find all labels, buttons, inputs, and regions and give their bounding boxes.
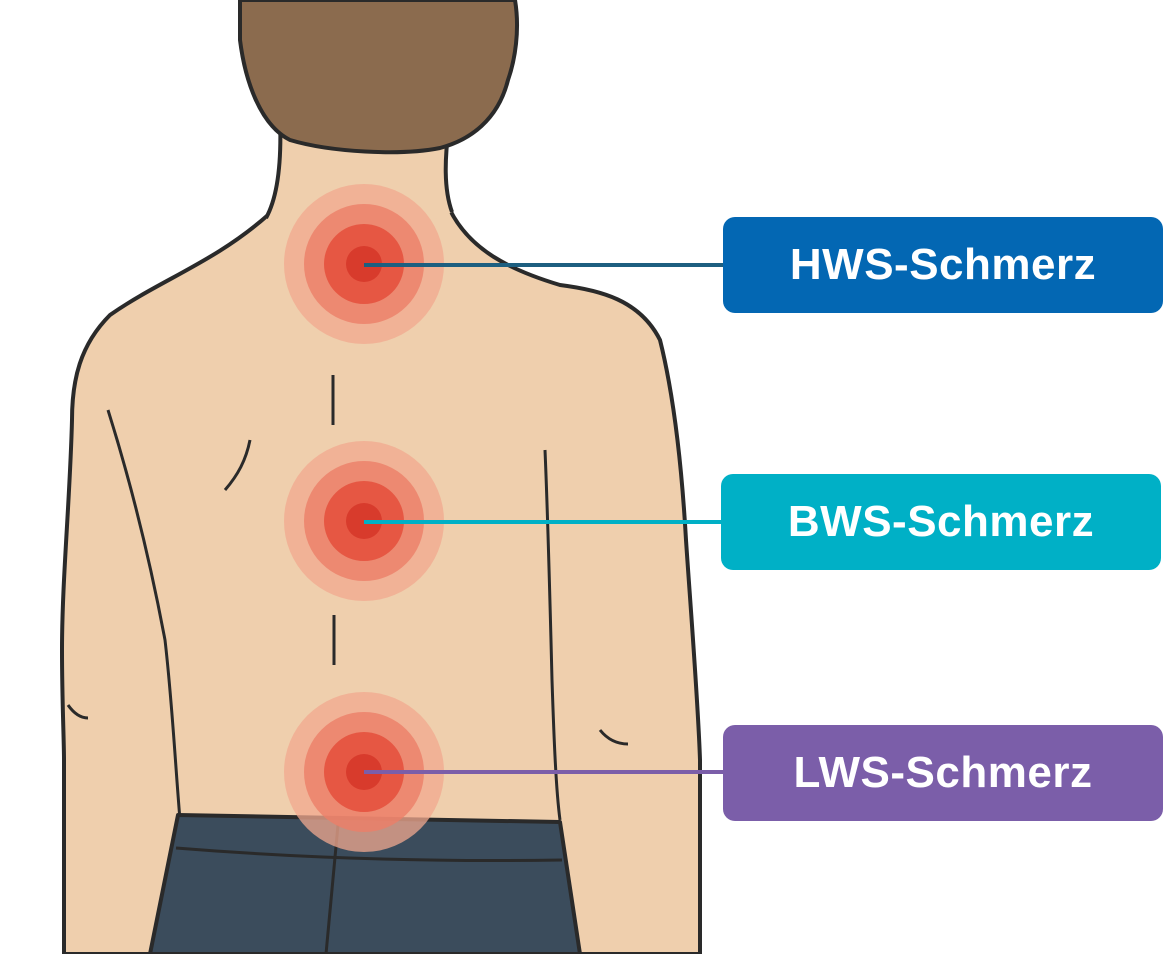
right-arm-line: [543, 449, 562, 821]
pants: [148, 813, 582, 954]
left-elbow-mark: [66, 704, 89, 720]
label-lws: LWS-Schmerz: [723, 725, 1163, 821]
left-arm-line: [106, 409, 182, 821]
hair: [238, 0, 520, 155]
pants-waistband: [175, 846, 563, 862]
shoulder-blade-left: [223, 439, 252, 491]
label-bws: BWS-Schmerz: [721, 474, 1161, 570]
label-hws: HWS-Schmerz: [723, 217, 1163, 313]
right-elbow-mark: [598, 729, 629, 746]
